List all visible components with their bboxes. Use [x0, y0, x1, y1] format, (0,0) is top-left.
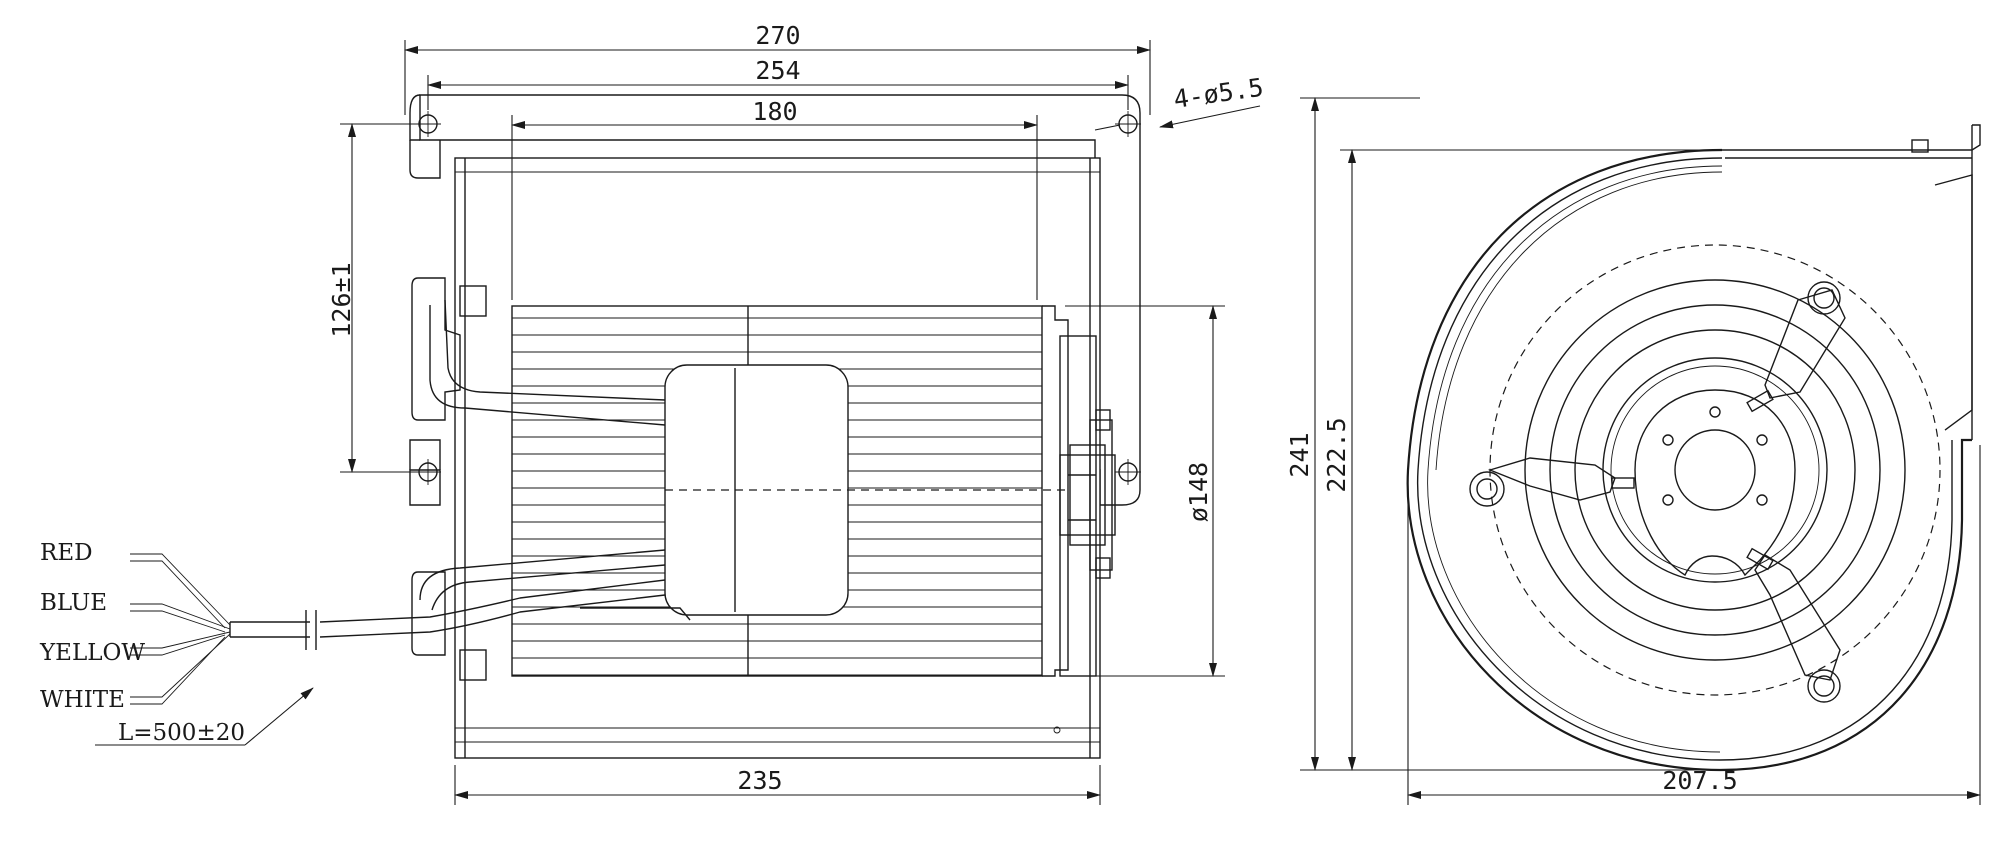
dim-hole-spacing: 254 [755, 56, 800, 85]
dim-height-holes: 126±1 [327, 262, 356, 337]
dim-inner-width: 180 [752, 97, 797, 126]
dim-motor-diameter: ø148 [1184, 462, 1213, 522]
wire-label-yellow: YELLOW [39, 640, 145, 666]
cable [229, 579, 666, 650]
wire-label-red: RED [40, 540, 93, 566]
dim-side-inner-height: 222.5 [1322, 417, 1351, 492]
side-view [1406, 124, 1981, 772]
hub-plate [1634, 389, 1796, 577]
wire-leads [130, 553, 231, 705]
dim-base-length: 235 [737, 766, 782, 795]
wire-label-blue: BLUE [40, 590, 107, 616]
side-dimensions [1300, 97, 1981, 805]
support-arm-left [1487, 457, 1616, 501]
mounting-hole-bottom-right [1115, 459, 1141, 485]
front-view [130, 94, 1141, 759]
support-arm-bottom [1754, 554, 1841, 681]
shaft-hub [1059, 409, 1116, 579]
mounting-hole-top-right [1115, 111, 1141, 137]
dim-side-height: 241 [1285, 432, 1314, 477]
dim-width-overall: 270 [755, 21, 800, 50]
support-arm-top [1764, 289, 1846, 399]
dim-side-width: 207.5 [1662, 766, 1737, 795]
volute-outer [1406, 148, 1972, 772]
front-dimensions [95, 40, 1261, 805]
wire-label-white: WHITE [40, 687, 125, 713]
dim-cable-length: L=500±20 [118, 720, 245, 746]
